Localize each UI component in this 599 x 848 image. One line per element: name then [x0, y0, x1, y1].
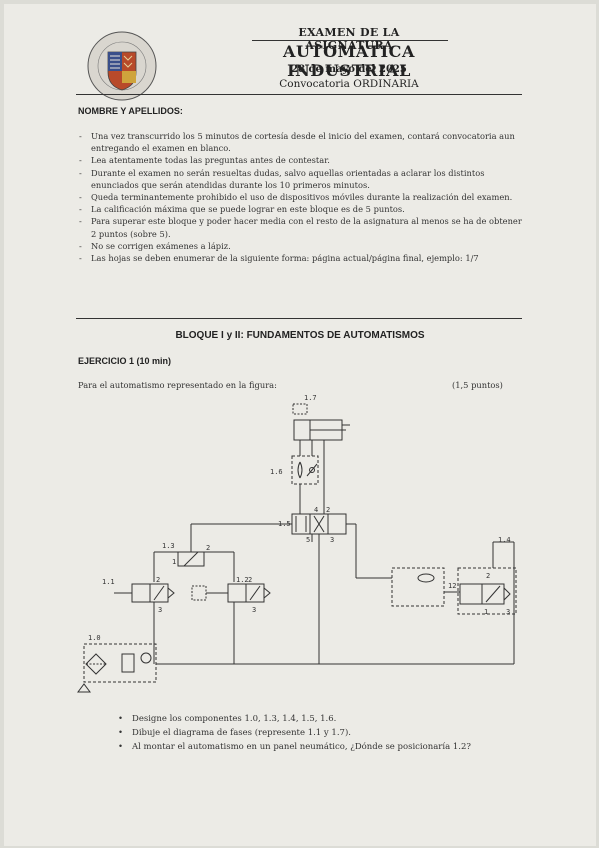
port-label: 2	[326, 506, 330, 514]
label-1-0: 1.0	[88, 634, 101, 642]
question-item: Dibuje el diagrama de fases (represente …	[118, 726, 518, 740]
questions-list: Designe los componentes 1.0, 1.3, 1.4, 1…	[118, 712, 518, 754]
rule-item: Durante el examen no serán resueltas dud…	[78, 167, 522, 191]
exam-sheet: EXAMEN DE LA ASIGNATURA AUTOMATICA INDUS…	[4, 4, 596, 846]
port-label: 2	[486, 572, 490, 580]
convocatoria: Convocatoria ORDINARIA	[279, 78, 419, 90]
label-1-7: 1.7	[304, 394, 317, 402]
exam-date: 28 de mayo del 2025	[291, 64, 407, 75]
port-label: 3	[330, 536, 334, 544]
rule-item: Queda terminantemente prohibido el uso d…	[78, 191, 522, 203]
label-1-6: 1.6	[270, 468, 283, 476]
port-label: 1	[484, 608, 488, 616]
port-label: 5	[306, 536, 310, 544]
pneumatic-circuit-diagram: 1.7 1.6 1.5 1.3 1.4 1.1 1.2 1.0 4 2 5 3 …	[77, 394, 517, 693]
service-unit-1-0	[77, 643, 157, 693]
cylinder-1-7	[292, 403, 350, 441]
port-label: 3	[506, 608, 510, 616]
port-label: 1	[172, 558, 176, 566]
label-1-2: 1.2	[236, 576, 249, 584]
port-label: 2	[248, 576, 252, 584]
label-1-4: 1.4	[498, 536, 511, 544]
header-rule	[252, 40, 448, 41]
valve-1-5	[291, 513, 347, 535]
name-label: NOMBRE Y APELLIDOS:	[78, 106, 183, 116]
valve-1-4	[391, 567, 517, 615]
subject-title: AUTOMATICA INDUSTRIAL	[283, 42, 415, 80]
header-bottom-rule	[76, 94, 522, 95]
label-1-5: 1.5	[278, 520, 291, 528]
label-1-1: 1.1	[102, 578, 115, 586]
rule-item: Lea atentamente todas las preguntas ante…	[78, 154, 522, 166]
valve-1-2	[191, 583, 271, 603]
port-label: 3	[158, 606, 162, 614]
rule-item: Una vez transcurrido los 5 minutos de co…	[78, 130, 522, 154]
valve-1-6	[291, 455, 319, 485]
rules-list: Una vez transcurrido los 5 minutos de co…	[78, 130, 522, 264]
rule-item: Las hojas se deben enumerar de la siguie…	[78, 252, 522, 264]
label-1-3: 1.3	[162, 542, 175, 550]
university-logo	[87, 31, 157, 101]
exercise-points: (1,5 puntos)	[452, 380, 503, 390]
port-label: 3	[252, 606, 256, 614]
rule-item: Para superar este bloque y poder hacer m…	[78, 215, 522, 239]
section-rule	[76, 318, 522, 319]
block-title: BLOQUE I y II: FUNDAMENTOS DE AUTOMATISM…	[175, 330, 425, 341]
rule-item: No se corrigen exámenes a lápiz.	[78, 240, 522, 252]
port-label: 2	[206, 544, 210, 552]
exercise-statement: Para el automatismo representado en la f…	[78, 380, 277, 390]
exam-title: EXAMEN DE LA ASIGNATURA	[298, 26, 400, 52]
question-item: Designe los componentes 1.0, 1.3, 1.4, 1…	[118, 712, 518, 726]
exercise-title: EJERCICIO 1 (10 min)	[78, 356, 172, 366]
port-label: 2	[156, 576, 160, 584]
question-item: Al montar el automatismo en un panel neu…	[118, 740, 518, 754]
port-label: 4	[314, 506, 318, 514]
port-label: 12	[448, 582, 456, 590]
valve-1-3	[177, 551, 205, 567]
rule-item: La calificación máxima que se puede logr…	[78, 203, 522, 215]
valve-1-1	[114, 583, 175, 603]
